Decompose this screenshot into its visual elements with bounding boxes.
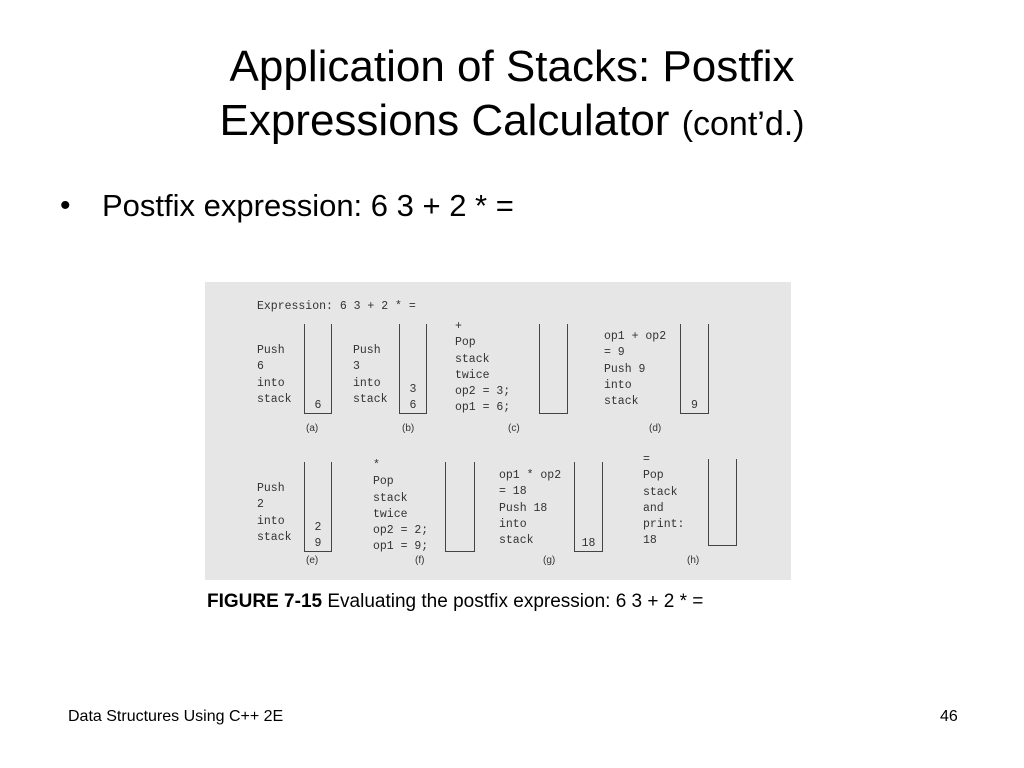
expression-header: Expression: 6 3 + 2 * =	[257, 300, 416, 313]
step-g-label: (g)	[543, 555, 556, 566]
bullet-dot: •	[60, 189, 71, 222]
bullet-text: Postfix expression: 6 3 + 2 * =	[102, 188, 514, 223]
step-e-label: (e)	[306, 555, 319, 566]
figure-caption-text: Evaluating the postfix expression: 6 3 +…	[322, 591, 704, 612]
step-d-stack: 9	[680, 324, 709, 414]
step-c-label: (c)	[508, 423, 520, 434]
title-line-2: Expressions Calculator (cont’d.)	[0, 94, 1024, 151]
figure-caption: FIGURE 7-15 Evaluating the postfix expre…	[207, 591, 703, 613]
step-a-stack: 6	[304, 324, 332, 414]
title-line-2-text: Expressions Calculator	[219, 96, 670, 145]
step-a-cell-1: 6	[314, 399, 322, 412]
step-g-stack: 18	[574, 462, 603, 552]
step-f-label: (f)	[415, 555, 425, 566]
step-b-stack: 3 6	[399, 324, 427, 414]
step-b-text: Push 3 into stack	[353, 344, 388, 406]
step-d-text: op1 + op2 = 9 Push 9 into stack	[604, 330, 667, 409]
figure-caption-number: FIGURE 7-15	[207, 591, 323, 612]
step-e-stack: 2 9	[304, 462, 332, 552]
step-c-text: + Pop stack twice op2 = 3; op1 = 6;	[455, 320, 511, 415]
footer-course-title: Data Structures Using C++ 2E	[68, 708, 284, 725]
step-e-text: Push 2 into stack	[257, 482, 292, 544]
step-d-cell-1: 9	[691, 399, 698, 412]
step-f-stack	[445, 462, 475, 552]
step-a-label: (a)	[306, 423, 319, 434]
step-b-cell-bottom: 6	[409, 399, 417, 412]
step-e-cell-bottom: 9	[314, 537, 322, 550]
step-e-cell-top: 2	[314, 521, 322, 534]
step-b-label: (b)	[402, 423, 415, 434]
figure-stack-diagram: Expression: 6 3 + 2 * = Push 6 into stac…	[205, 282, 791, 580]
step-h-stack	[708, 459, 737, 546]
step-d-label: (d)	[649, 423, 662, 434]
step-f-text: * Pop stack twice op2 = 2; op1 = 9;	[373, 459, 429, 554]
step-c-stack	[539, 324, 568, 414]
step-h-label: (h)	[687, 555, 700, 566]
title-suffix: (cont’d.)	[681, 105, 805, 143]
step-g-cell-1: 18	[581, 537, 596, 550]
step-a-text: Push 6 into stack	[257, 344, 292, 406]
bullet-item: • Postfix expression: 6 3 + 2 * =	[60, 188, 514, 224]
step-g-text: op1 * op2 = 18 Push 18 into stack	[499, 469, 562, 548]
title-line-1: Application of Stacks: Postfix	[229, 42, 795, 91]
step-b-cell-top: 3	[409, 383, 417, 396]
footer-page-number: 46	[940, 708, 958, 725]
slide-title: Application of Stacks: Postfix Expressio…	[0, 40, 1024, 151]
step-h-text: = Pop stack and print: 18	[643, 453, 685, 548]
